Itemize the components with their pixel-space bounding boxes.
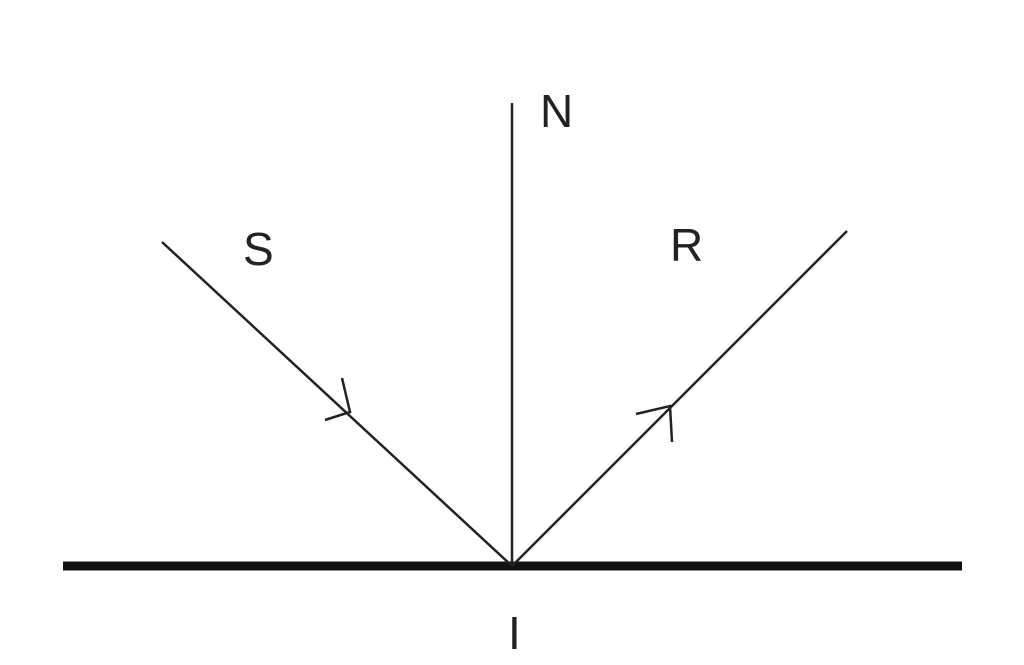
- label-normal: N: [540, 85, 574, 137]
- label-incident: S: [243, 223, 274, 275]
- reflected-ray: [511, 230, 848, 567]
- incident-arrowhead-icon: [324, 377, 352, 422]
- label-point: I: [508, 607, 521, 659]
- reflected-arrowhead-icon: [635, 404, 674, 443]
- label-reflected: R: [670, 219, 704, 271]
- incident-ray: [161, 241, 513, 567]
